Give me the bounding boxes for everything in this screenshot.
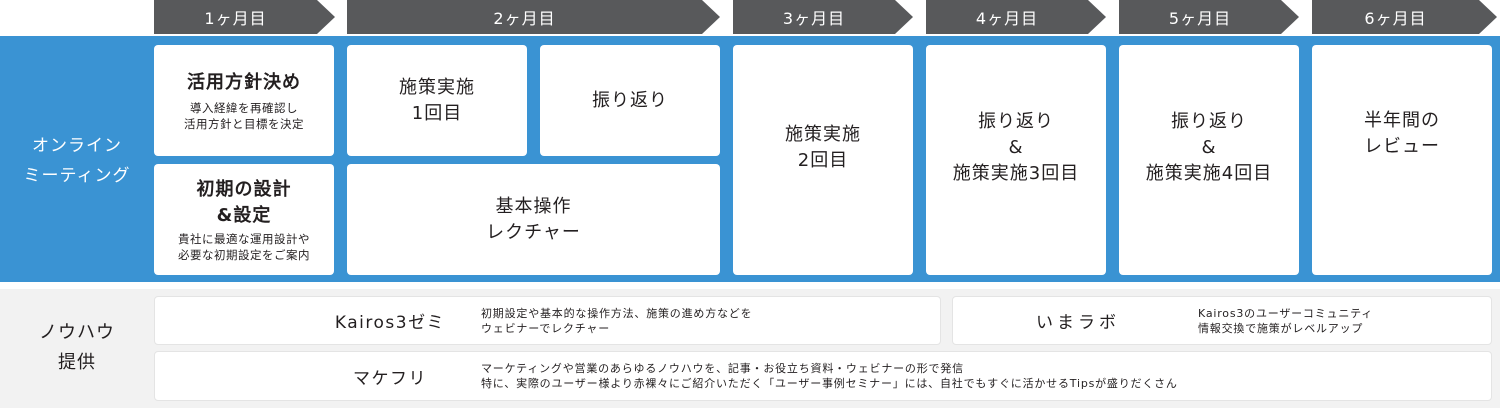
knowhow-item-imalabo: いまラボ Kairos3のユーザーコミュニティ 情報交換で施策がレベルアップ (952, 296, 1492, 345)
item-description: 初期設定や基本的な操作方法、施策の進め方などを ウェビナーでレクチャー (481, 297, 752, 344)
title-line: 1回目 (411, 102, 463, 124)
card-initial-setup: 初期の設計 &設定 貴社に最適な運用設計や 必要な初期設定をご案内 (154, 164, 334, 275)
title-line: 施策実施4回目 (1145, 163, 1273, 184)
title-line: 振り返り (977, 111, 1054, 132)
title-line: 基本操作 (495, 195, 572, 217)
title-line: 初期の設計 (196, 178, 292, 200)
month-label: 2ヶ月目 (493, 9, 556, 28)
label-line: 提供 (58, 352, 96, 373)
title-line: レクチャー (486, 221, 581, 243)
month-3-header: 3ヶ月目 (733, 0, 913, 34)
month-label: 6ヶ月目 (1364, 9, 1427, 28)
card-subtext: 貴社に最適な運用設計や 必要な初期設定をご案内 (178, 231, 310, 263)
title-line: & (1201, 137, 1217, 158)
title-line: & (1008, 137, 1024, 158)
month-label: 4ヶ月目 (975, 9, 1039, 28)
desc-line: 情報交換で施策がレベルアップ (1198, 321, 1364, 335)
card-title: 施策実施 2回目 (785, 122, 861, 174)
sub-line: 必要な初期設定をご案内 (178, 247, 310, 262)
label-line: ミーティング (23, 166, 131, 186)
title-line: 施策実施 (785, 124, 861, 145)
month-2-header: 2ヶ月目 (347, 0, 720, 34)
label-line: ノウハウ (39, 322, 115, 343)
label-line: オンライン (32, 136, 122, 156)
item-name: Kairos3ゼミ (334, 313, 446, 333)
card-basic-lecture: 基本操作 レクチャー (347, 164, 720, 275)
card-title: 基本操作 レクチャー (486, 194, 581, 246)
card-subtext: 導入経緯を再確認し 活用方針と目標を決定 (184, 100, 304, 132)
month-label: 5ヶ月目 (1168, 9, 1232, 28)
item-name: いまラボ (1036, 313, 1120, 333)
knowhow-item-kairos3-zemi: Kairos3ゼミ 初期設定や基本的な操作方法、施策の進め方などを ウェビナーで… (154, 296, 941, 345)
month-6-header: 6ヶ月目 (1312, 0, 1497, 34)
sub-line: 導入経緯を再確認し (190, 100, 298, 115)
desc-line: 初期設定や基本的な操作方法、施策の進め方などを (481, 306, 753, 320)
title-line: 施策実施 (399, 76, 475, 98)
desc-line: Kairos3のユーザーコミュニティ (1198, 306, 1374, 320)
card-review-measure-3: 振り返り & 施策実施3回目 (926, 45, 1106, 275)
item-description: マーケティングや営業のあらゆるノウハウを、記事・お役立ち資料・ウェビナーの形で発… (481, 352, 1178, 400)
card-title: 初期の設計 &設定 (197, 177, 292, 229)
month-5-header: 5ヶ月目 (1119, 0, 1299, 34)
item-name: マケフリ (353, 368, 427, 389)
title-line: 半年間の (1364, 110, 1440, 131)
card-half-year-review: 半年間の レビュー (1312, 45, 1492, 275)
card-title: 施策実施 1回目 (399, 75, 475, 127)
card-title: 振り返り & 施策実施4回目 (1146, 109, 1272, 187)
title-line: 2回目 (797, 150, 849, 171)
card-title: 振り返り (592, 89, 668, 111)
online-meeting-label: オンライン ミーティング (0, 131, 154, 191)
desc-line: マーケティングや営業のあらゆるノウハウを、記事・お役立ち資料・ウェビナーの形で発… (481, 362, 964, 375)
title-line: レビュー (1364, 136, 1440, 157)
desc-line: 特に、実際のユーザー様より赤裸々にご紹介いただく「ユーザー事例セミナー」には、自… (481, 377, 1178, 390)
card-measure-1: 施策実施 1回目 (347, 45, 527, 156)
card-review-measure-4: 振り返り & 施策実施4回目 (1119, 45, 1299, 275)
title-line: 施策実施3回目 (952, 163, 1080, 184)
card-policy: 活用方針決め 導入経緯を再確認し 活用方針と目標を決定 (154, 45, 334, 156)
knowhow-label: ノウハウ 提供 (0, 318, 154, 378)
card-review-1: 振り返り (540, 45, 720, 156)
item-description: Kairos3のユーザーコミュニティ 情報交換で施策がレベルアップ (1198, 297, 1373, 344)
knowhow-item-makefuri: マケフリ マーケティングや営業のあらゆるノウハウを、記事・お役立ち資料・ウェビナ… (154, 351, 1492, 401)
card-title: 活用方針決め (187, 71, 301, 93)
card-title: 半年間の レビュー (1364, 108, 1440, 160)
title-line: &設定 (216, 204, 272, 226)
month-1-header: 1ヶ月目 (154, 0, 335, 34)
desc-line: ウェビナーでレクチャー (481, 321, 611, 335)
month-label: 3ヶ月目 (782, 9, 846, 28)
card-title: 振り返り & 施策実施3回目 (953, 109, 1079, 187)
sub-line: 貴社に最適な運用設計や (178, 231, 310, 246)
card-measure-2: 施策実施 2回目 (733, 45, 913, 275)
month-label: 1ヶ月目 (204, 9, 267, 28)
sub-line: 活用方針と目標を決定 (184, 116, 304, 131)
month-4-header: 4ヶ月目 (926, 0, 1106, 34)
title-line: 振り返り (1170, 111, 1247, 132)
